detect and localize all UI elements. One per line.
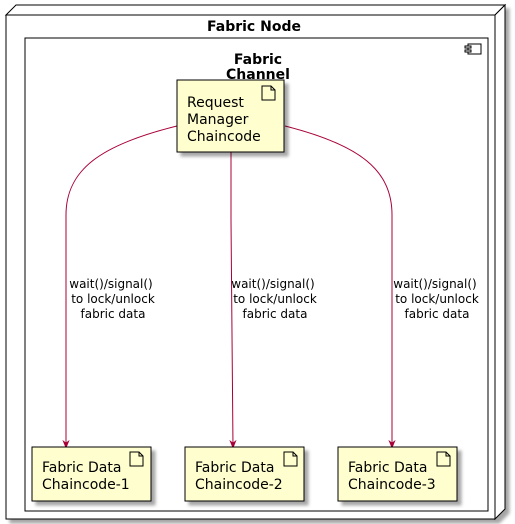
document-icon	[283, 451, 298, 467]
edge-to-chaincode-1	[62, 125, 178, 449]
fabric-data-chaincode-1: Fabric Data Chaincode-1	[31, 446, 152, 502]
edge-to-chaincode-2	[229, 152, 237, 449]
request-manager-chaincode: Request Manager Chaincode	[176, 79, 285, 153]
svg-text:to lock/unlock: to lock/unlock	[71, 292, 155, 306]
chaincode-3-line2: Chaincode-3	[348, 477, 436, 493]
svg-text:to lock/unlock: to lock/unlock	[395, 292, 479, 306]
request-manager-line1: Request	[187, 95, 244, 111]
fabric-data-chaincode-2: Fabric Data Chaincode-2	[184, 446, 305, 502]
edge-label-1: wait()/signal() to lock/unlock fabric da…	[69, 277, 155, 321]
document-icon	[436, 451, 451, 467]
chaincode-2-line1: Fabric Data	[195, 460, 274, 476]
document-icon	[261, 85, 276, 101]
request-manager-line2: Manager	[187, 112, 249, 128]
svg-text:fabric data: fabric data	[405, 307, 470, 321]
chaincode-2-line2: Chaincode-2	[195, 477, 283, 493]
svg-text:fabric data: fabric data	[81, 307, 146, 321]
svg-text:to lock/unlock: to lock/unlock	[233, 292, 317, 306]
edges	[62, 125, 396, 449]
fabric-node-title: Fabric Node	[207, 19, 301, 35]
svg-text:wait()/signal(): wait()/signal()	[231, 277, 314, 291]
request-manager-line3: Chaincode	[187, 129, 261, 145]
svg-text:fabric data: fabric data	[243, 307, 308, 321]
chaincode-1-line1: Fabric Data	[42, 460, 121, 476]
chaincode-3-line1: Fabric Data	[348, 460, 427, 476]
edge-label-2: wait()/signal() to lock/unlock fabric da…	[231, 277, 317, 321]
edge-label-3: wait()/signal() to lock/unlock fabric da…	[393, 277, 479, 321]
fabric-channel-title-line1: Fabric	[234, 52, 282, 68]
fabric-channel-title-line2: Channel	[226, 67, 290, 83]
document-icon	[129, 451, 144, 467]
chaincode-1-line2: Chaincode-1	[42, 477, 130, 493]
fabric-data-chaincode-3: Fabric Data Chaincode-3	[337, 446, 458, 502]
svg-text:wait()/signal(): wait()/signal()	[69, 277, 152, 291]
component-icon	[464, 43, 482, 55]
edge-to-chaincode-3	[284, 125, 396, 449]
svg-text:wait()/signal(): wait()/signal()	[393, 277, 476, 291]
